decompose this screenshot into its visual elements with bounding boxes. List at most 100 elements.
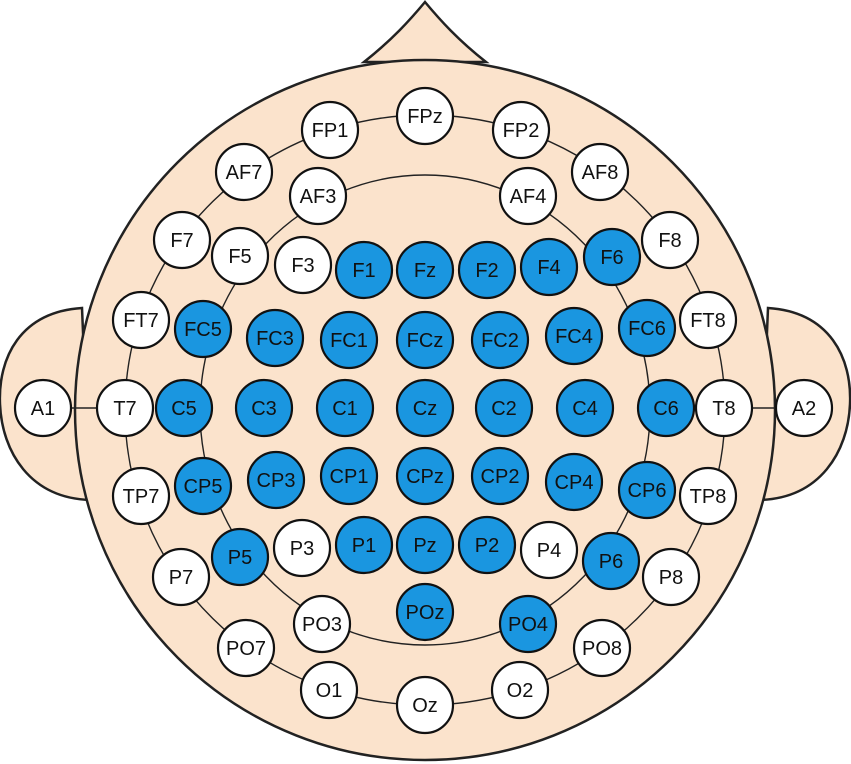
- electrode-marker-ft7: [111, 290, 171, 350]
- electrode-marker-cp5: [173, 456, 233, 516]
- electrode-label-t8: T8: [712, 398, 735, 420]
- electrode-c3: C3: [234, 378, 294, 438]
- electrode-label-p2: P2: [475, 535, 499, 557]
- electrode-label-p5: P5: [228, 547, 252, 569]
- electrode-marker-a1: [13, 378, 73, 438]
- electrode-label-po7: PO7: [226, 638, 266, 660]
- electrode-p2: P2: [457, 515, 517, 575]
- electrode-marker-pz: [395, 515, 455, 575]
- electrode-f5: F5: [210, 226, 270, 286]
- electrode-t8: T8: [694, 378, 754, 438]
- electrode-af3: AF3: [288, 166, 348, 226]
- electrode-fc2: FC2: [470, 310, 530, 370]
- electrode-c5: C5: [154, 378, 214, 438]
- electrode-label-pz: Pz: [413, 535, 436, 557]
- electrode-label-af4: AF4: [510, 186, 547, 208]
- electrode-marker-fc1: [319, 310, 379, 370]
- electrode-marker-cpz: [395, 446, 455, 506]
- electrode-marker-cp1: [319, 446, 379, 506]
- electrode-marker-cz: [395, 378, 455, 438]
- electrode-p7: P7: [151, 547, 211, 607]
- electrode-marker-fp1: [300, 100, 360, 160]
- electrode-marker-fpz: [395, 86, 455, 146]
- electrode-fc3: FC3: [245, 308, 305, 368]
- electrode-marker-c5: [154, 378, 214, 438]
- electrode-o1: O1: [299, 660, 359, 720]
- electrode-label-fc6: FC6: [628, 318, 666, 340]
- electrode-marker-f6: [582, 227, 642, 287]
- electrode-label-cp1: CP1: [330, 466, 369, 488]
- electrode-label-cp6: CP6: [628, 480, 667, 502]
- electrode-marker-f8: [640, 210, 700, 270]
- electrode-marker-fc4: [544, 306, 604, 366]
- electrode-cpz: CPz: [395, 446, 455, 506]
- electrode-fc1: FC1: [319, 310, 379, 370]
- electrode-p1: P1: [334, 515, 394, 575]
- electrode-label-f8: F8: [658, 230, 681, 252]
- electrode-label-fc3: FC3: [256, 328, 294, 350]
- electrode-label-c1: C1: [332, 398, 358, 420]
- electrode-label-f6: F6: [600, 247, 623, 269]
- electrode-marker-a2: [774, 378, 834, 438]
- electrode-marker-oz: [395, 675, 455, 735]
- electrode-f7: F7: [152, 210, 212, 270]
- electrode-label-po4: PO4: [508, 614, 548, 636]
- electrode-marker-c6: [636, 378, 696, 438]
- electrode-tp8: TP8: [678, 466, 738, 526]
- electrode-f3: F3: [273, 235, 333, 295]
- electrode-marker-poz: [395, 582, 455, 642]
- electrode-cz: Cz: [395, 378, 455, 438]
- electrode-cp6: CP6: [617, 460, 677, 520]
- electrode-marker-fc2: [470, 310, 530, 370]
- electrode-label-ft8: FT8: [690, 310, 726, 332]
- electrode-marker-c4: [555, 378, 615, 438]
- electrode-label-ft7: FT7: [123, 310, 159, 332]
- electrode-label-t7: T7: [113, 398, 136, 420]
- electrode-af8: AF8: [570, 142, 630, 202]
- electrode-marker-fc3: [245, 308, 305, 368]
- nose: [360, 0, 490, 64]
- electrode-marker-c1: [315, 378, 375, 438]
- electrode-label-cp4: CP4: [555, 472, 594, 494]
- electrode-marker-fz: [395, 240, 455, 300]
- electrode-marker-f4: [519, 237, 579, 297]
- electrode-marker-cp2: [470, 446, 530, 506]
- electrode-marker-cp3: [246, 450, 306, 510]
- electrode-marker-p8: [641, 547, 701, 607]
- electrode-c1: C1: [315, 378, 375, 438]
- electrode-marker-f2: [457, 240, 517, 300]
- electrode-label-fp2: FP2: [503, 120, 540, 142]
- electrode-label-p6: P6: [599, 551, 623, 573]
- electrode-label-cpz: CPz: [406, 466, 444, 488]
- electrode-label-cp5: CP5: [184, 476, 223, 498]
- electrode-fc4: FC4: [544, 306, 604, 366]
- electrode-marker-f7: [152, 210, 212, 270]
- electrode-cp4: CP4: [544, 452, 604, 512]
- electrode-label-c3: C3: [251, 398, 277, 420]
- electrode-marker-f3: [273, 235, 333, 295]
- electrode-p5: P5: [210, 527, 270, 587]
- electrode-label-f1: F1: [352, 260, 375, 282]
- electrode-f1: F1: [334, 240, 394, 300]
- electrode-ft8: FT8: [678, 290, 738, 350]
- electrode-marker-cp6: [617, 460, 677, 520]
- electrode-label-p8: P8: [659, 567, 683, 589]
- electrode-label-f7: F7: [170, 230, 193, 252]
- electrode-label-fpz: FPz: [407, 106, 443, 128]
- electrode-fz: Fz: [395, 240, 455, 300]
- electrode-a2: A2: [774, 378, 834, 438]
- electrode-label-fc1: FC1: [330, 330, 368, 352]
- electrode-marker-ft8: [678, 290, 738, 350]
- electrode-label-o2: O2: [507, 680, 534, 702]
- electrode-fp1: FP1: [300, 100, 360, 160]
- electrode-label-af7: AF7: [226, 162, 263, 184]
- electrode-marker-o2: [490, 660, 550, 720]
- electrode-a1: A1: [13, 378, 73, 438]
- electrode-marker-tp7: [111, 466, 171, 526]
- electrode-label-f4: F4: [537, 257, 560, 279]
- electrode-marker-po4: [498, 594, 558, 654]
- electrode-label-oz: Oz: [412, 695, 438, 717]
- electrode-fcz: FCz: [395, 310, 455, 370]
- electrode-marker-po3: [292, 594, 352, 654]
